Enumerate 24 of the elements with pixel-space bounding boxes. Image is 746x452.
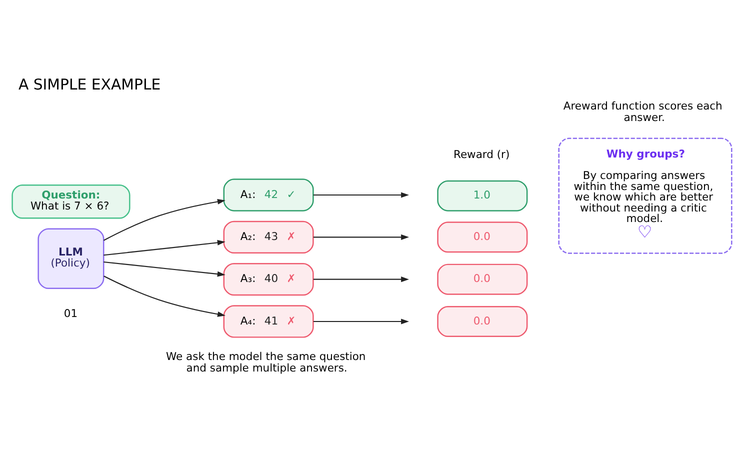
node-box: 0.0 <box>437 222 528 253</box>
node-box: Why groups? By comparing answers within the same question, we know which are better without needing a critic model. ♡ <box>558 138 732 254</box>
arrow <box>104 198 226 241</box>
label: Areward function scores each answer. <box>563 99 722 124</box>
label: 01 <box>64 306 78 320</box>
node-box: Question: What is 7 × 6? <box>12 184 130 219</box>
node-box: A₂: 43 ✗ <box>223 220 314 254</box>
arrow <box>104 240 226 256</box>
node-box: A₄: 41 ✗ <box>223 305 314 338</box>
node-box: A₁: 42 ✓ <box>223 178 314 212</box>
diagram-title: A SIMPLE EXAMPLE <box>18 76 161 94</box>
node-box: 1.0 <box>437 180 528 212</box>
arrow <box>313 318 409 324</box>
node-box: 0.0 <box>437 306 528 337</box>
label: We ask the model the same question and sample multiple answers. <box>166 350 366 374</box>
arrow <box>313 192 409 198</box>
label: Reward (r) <box>453 148 510 162</box>
node-box: LLM (Policy) <box>38 228 104 290</box>
node-box: 0.0 <box>437 264 528 295</box>
arrow <box>104 276 226 317</box>
node-box: A₃: 40 ✗ <box>223 263 314 296</box>
arrow <box>104 261 226 277</box>
arrow <box>313 276 409 282</box>
arrow <box>313 234 409 240</box>
